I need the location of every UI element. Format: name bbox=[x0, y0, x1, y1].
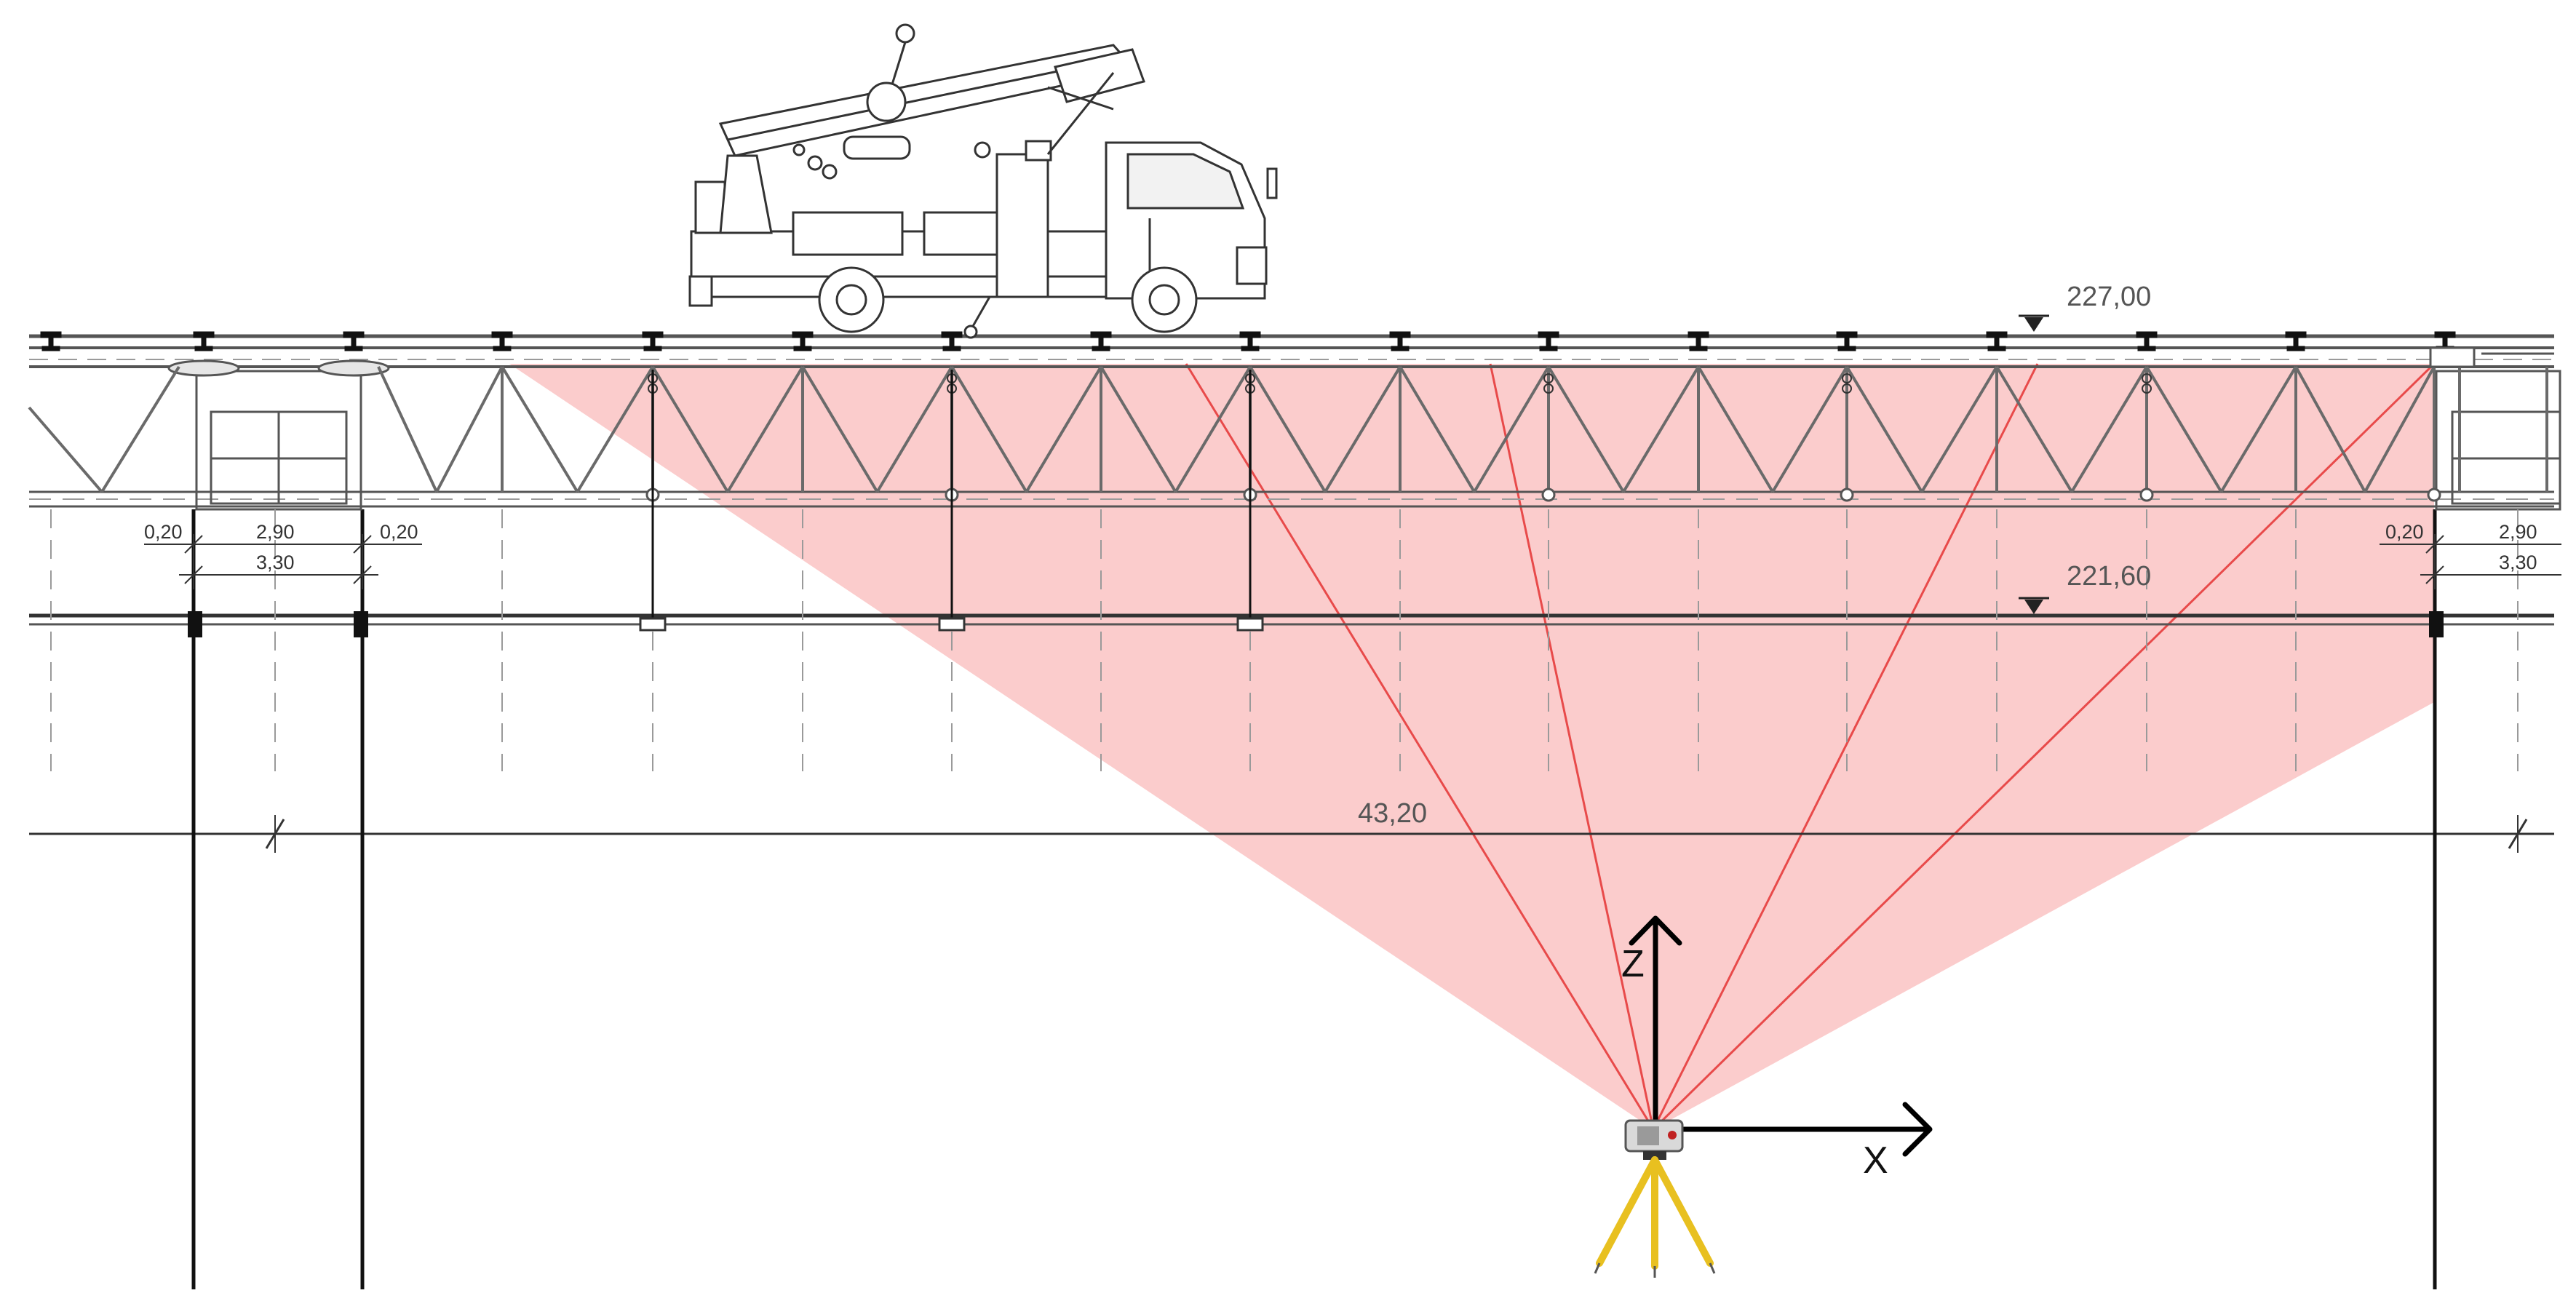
aerial-platform-truck bbox=[688, 23, 1278, 339]
chord-node bbox=[2139, 488, 2154, 502]
truss-diagonal bbox=[1399, 365, 1476, 493]
hanger-clamp bbox=[2142, 383, 2152, 394]
span-length-label: 43,20 bbox=[1358, 798, 1427, 829]
truss-diagonal bbox=[1622, 365, 1700, 493]
truss-diagonal bbox=[1547, 365, 1625, 493]
rail-post-base bbox=[2137, 346, 2156, 351]
right-pier-frame bbox=[2435, 370, 2561, 511]
chord-node bbox=[1840, 488, 1854, 502]
elevation-triangle-top bbox=[2024, 317, 2043, 332]
rail-post-base bbox=[1241, 346, 1260, 351]
left-pier bbox=[191, 509, 365, 1289]
truss-diagonal bbox=[1771, 365, 1848, 493]
truss-diagonal bbox=[651, 365, 729, 493]
chord-node bbox=[1541, 488, 1556, 502]
truss-diagonal bbox=[2070, 365, 2148, 493]
truss-diagonal bbox=[1249, 365, 1327, 493]
chord-node bbox=[2427, 488, 2441, 502]
left-pier-frame bbox=[195, 370, 362, 511]
truss-diagonal bbox=[1025, 365, 1102, 493]
truss-diagonal bbox=[1174, 365, 1252, 493]
elevation-top: 227,00 bbox=[2019, 282, 2151, 332]
dim-right-edge: 0,20 bbox=[2385, 521, 2424, 543]
dim-left-total: 3,30 bbox=[256, 552, 295, 573]
truss-diagonal bbox=[2145, 365, 2223, 493]
scan-cone bbox=[509, 364, 2434, 1129]
z-axis-arrowhead bbox=[1629, 915, 1682, 946]
rail-post-base bbox=[2286, 346, 2305, 351]
dim-left-edge-a: 0,20 bbox=[144, 521, 183, 543]
deck-rail-markers bbox=[40, 331, 2456, 394]
bridge-structure bbox=[28, 331, 2561, 1289]
rail-post-base bbox=[1689, 346, 1708, 351]
rail-post-base bbox=[1987, 346, 2006, 351]
tripod-legs bbox=[1596, 1156, 1714, 1270]
hanger-clamp bbox=[1842, 373, 1852, 383]
truss-diagonal bbox=[100, 365, 180, 493]
hangers bbox=[651, 370, 1252, 624]
rail-post-base bbox=[942, 346, 961, 351]
truss-diagonal bbox=[377, 366, 438, 493]
dim-left-edge-b: 0,20 bbox=[380, 521, 418, 543]
truss-diagonal bbox=[2294, 366, 2366, 493]
truss-diagonal bbox=[950, 365, 1028, 493]
truss-diagonal bbox=[1473, 365, 1550, 493]
truss-diagonal bbox=[501, 365, 579, 493]
truss-diagonal bbox=[1845, 365, 1923, 493]
truss-diagonal bbox=[576, 365, 654, 493]
x-axis-label: X bbox=[1863, 1139, 1888, 1182]
z-axis-label: Z bbox=[1621, 943, 1645, 985]
right-deck-end bbox=[2429, 346, 2554, 368]
rail-post-base bbox=[194, 346, 213, 351]
bearings bbox=[167, 359, 390, 377]
truss-diagonal bbox=[1697, 365, 1774, 493]
truss-diagonal bbox=[2364, 366, 2436, 493]
rail-post-base bbox=[1539, 346, 1558, 351]
vertical-dashed-grid bbox=[50, 509, 2519, 771]
truss-diagonal bbox=[2219, 365, 2297, 493]
truss-diagonal bbox=[1920, 365, 1998, 493]
rail-post-base bbox=[643, 346, 662, 351]
elevation-triangle-bottom bbox=[2024, 600, 2043, 614]
elevation-bottom: 221,60 bbox=[2019, 561, 2151, 614]
truss-diagonal bbox=[1324, 365, 1402, 493]
elevation-label-bottom: 221,60 bbox=[2067, 561, 2151, 592]
support-dimensions-left: 0,20 2,90 0,20 3,30 bbox=[144, 521, 422, 589]
rail-post-base bbox=[1391, 346, 1410, 351]
support-dimensions-right: 0,20 2,90 3,30 bbox=[2380, 521, 2561, 589]
rail-post-base bbox=[493, 346, 512, 351]
dim-right-width: 2,90 bbox=[2499, 521, 2537, 543]
hanger-nodes bbox=[639, 617, 1264, 632]
truck-control-column bbox=[995, 153, 1049, 298]
rail-post-base bbox=[793, 346, 812, 351]
truss-diagonal bbox=[801, 365, 879, 493]
rail-post-base bbox=[41, 346, 60, 351]
laser-scanner-tripod bbox=[1594, 1119, 1716, 1278]
hanger-clamp bbox=[1543, 383, 1554, 394]
elevation-label-top: 227,00 bbox=[2067, 282, 2151, 312]
truss-diagonal bbox=[435, 366, 504, 493]
truss-diagonal bbox=[1995, 365, 2073, 493]
truss-diagonal bbox=[726, 365, 804, 493]
truss-diagonal bbox=[875, 365, 953, 493]
truss-diagonal bbox=[1100, 365, 1177, 493]
hanger-clamp bbox=[1842, 383, 1852, 394]
pier-caps bbox=[188, 611, 2444, 637]
hanger-clamp bbox=[2142, 373, 2152, 383]
truss-diagonal bbox=[28, 406, 103, 493]
rail-post-base bbox=[1837, 346, 1856, 351]
hanger-clamp bbox=[1543, 373, 1554, 383]
rail-post-base bbox=[344, 346, 363, 351]
dim-left-width: 2,90 bbox=[256, 521, 295, 543]
dim-right-total: 3,30 bbox=[2499, 552, 2537, 573]
rail-post-base bbox=[1092, 346, 1110, 351]
x-axis-arrowhead bbox=[1902, 1102, 1933, 1157]
coordinate-axes bbox=[1629, 915, 1933, 1157]
